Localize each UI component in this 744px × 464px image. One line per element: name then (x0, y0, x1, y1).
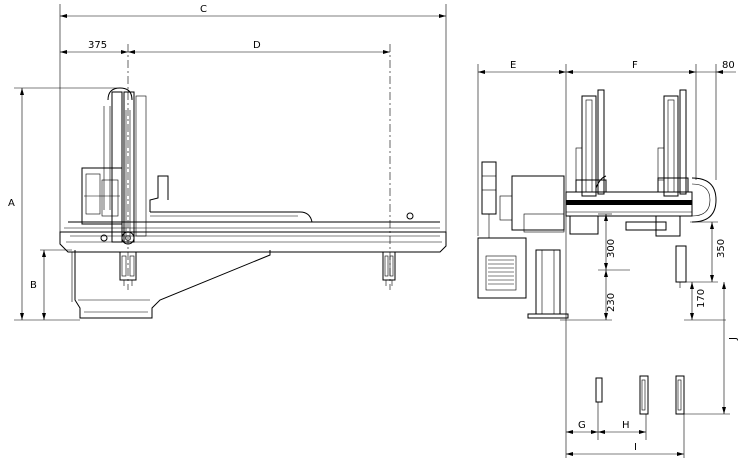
dim-label-I: I (634, 442, 637, 453)
cabinet-grille (488, 259, 514, 285)
dim-label-B: B (30, 280, 37, 291)
dim-label-A: A (8, 198, 15, 209)
dim-label-D: D (253, 40, 261, 51)
dim-label-80: 80 (722, 60, 735, 71)
front-view-dimensions: C 375 D A B (8, 4, 447, 321)
side-view (477, 89, 717, 415)
dim-label-J: J (728, 337, 739, 341)
dim-label-170: 170 (696, 289, 707, 308)
dim-label-300: 300 (606, 239, 617, 258)
dim-label-G: G (578, 420, 586, 431)
dim-label-E: E (510, 60, 516, 71)
dim-label-H: H (622, 420, 630, 431)
dim-label-375: 375 (88, 40, 107, 51)
dim-label-F: F (632, 60, 638, 71)
front-view (59, 44, 447, 319)
dim-label-C: C (200, 4, 207, 15)
dim-label-230: 230 (606, 293, 617, 312)
side-view-dimensions: E F 80 300 230 350 170 J (477, 60, 739, 458)
dim-label-350: 350 (716, 239, 727, 258)
